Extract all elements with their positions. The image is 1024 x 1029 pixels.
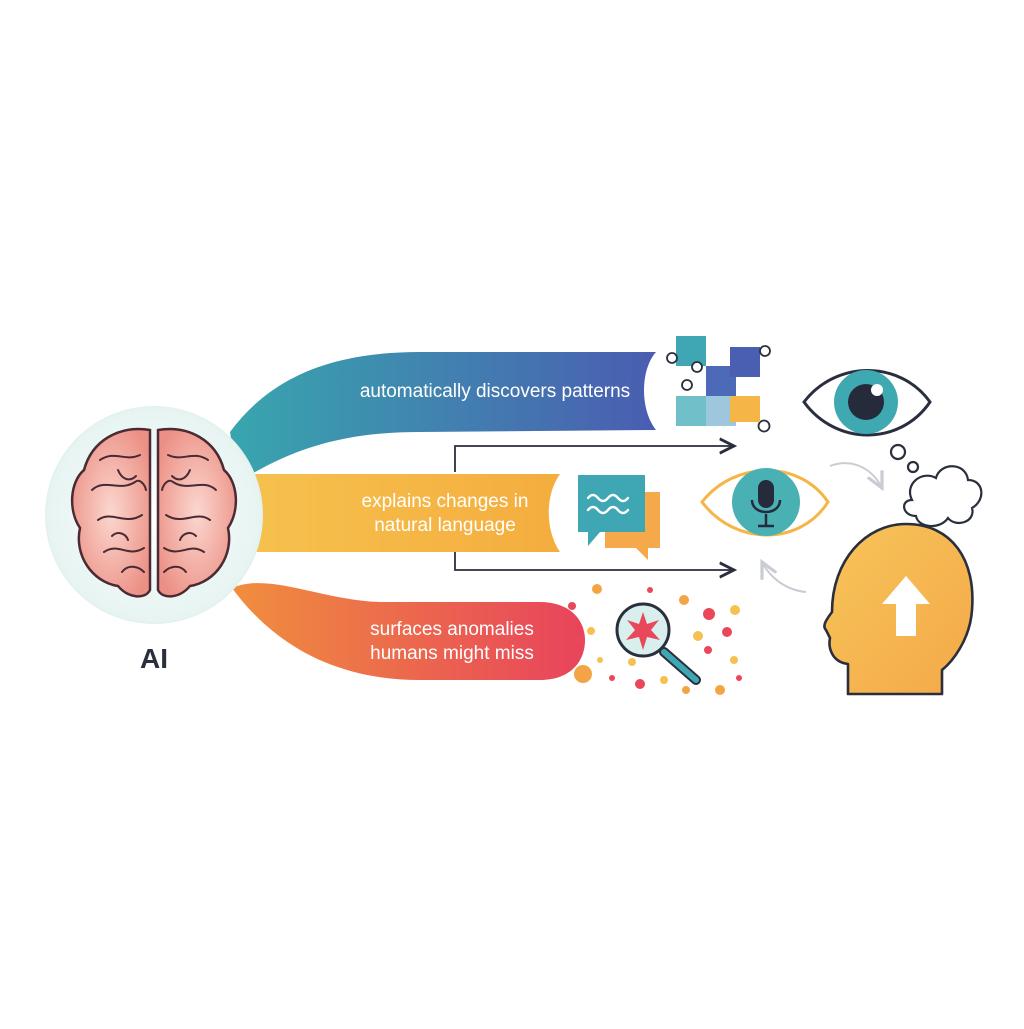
band-anomalies-label: surfaces anomalies humans might miss	[352, 618, 552, 666]
thought-cloud-icon	[889, 443, 983, 554]
band-language	[250, 474, 560, 552]
band-anomalies	[232, 583, 585, 680]
connector-end-dot	[757, 419, 771, 433]
magnifier-anomaly-icon	[615, 602, 701, 685]
brain-icon	[70, 427, 238, 598]
chat-bubbles-icon	[578, 475, 660, 560]
human-head-icon	[823, 522, 974, 696]
pattern-grid-icon	[666, 336, 771, 426]
eye-icon	[802, 369, 932, 437]
up-arrow-icon	[882, 576, 930, 636]
band-language-line-2: natural language	[374, 515, 516, 536]
band-anomalies-line-1: surfaces anomalies	[370, 619, 534, 640]
band-language-line-1: explains changes in	[361, 491, 529, 512]
band-patterns	[230, 352, 656, 482]
band-patterns-label: automatically discovers patterns	[359, 381, 631, 402]
connector-arrow-bottom	[454, 552, 734, 570]
band-anomalies-line-2: humans might miss	[370, 643, 534, 664]
ai-label: AI	[140, 643, 168, 674]
band-language-label: explains changes in natural language	[345, 490, 545, 538]
eye-microphone-icon	[700, 468, 830, 537]
curved-arrow-top	[829, 462, 882, 488]
curved-arrow-bottom	[762, 562, 807, 593]
anomaly-dots	[568, 584, 742, 695]
connector-arrow-top	[454, 446, 734, 472]
